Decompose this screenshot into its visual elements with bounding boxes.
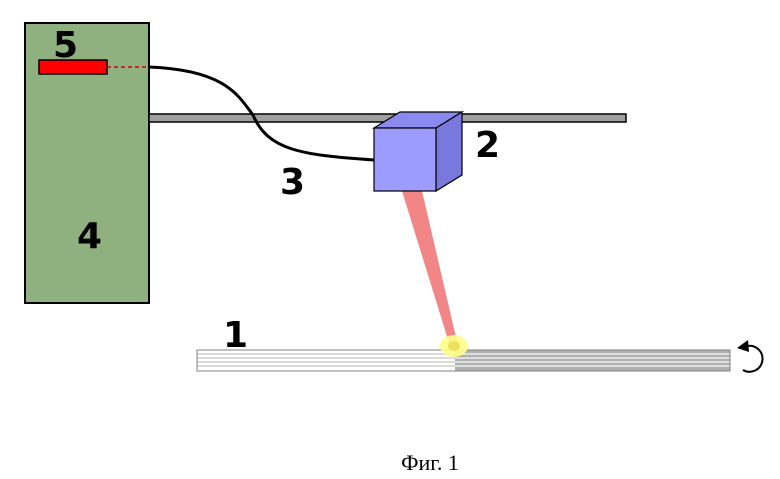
label-film: 1 [223, 315, 248, 356]
label-laser-head: 2 [475, 125, 500, 166]
figure-caption: Фиг. 1 [401, 450, 459, 475]
label-fiber: 3 [280, 162, 305, 203]
label-laser-unit: 4 [77, 216, 102, 257]
laser-beam [402, 191, 458, 346]
rotate-arrow-icon [737, 340, 763, 372]
label-laser-source: 5 [53, 25, 78, 66]
laser-spot-core [448, 341, 460, 351]
laser-head-front [374, 128, 436, 191]
